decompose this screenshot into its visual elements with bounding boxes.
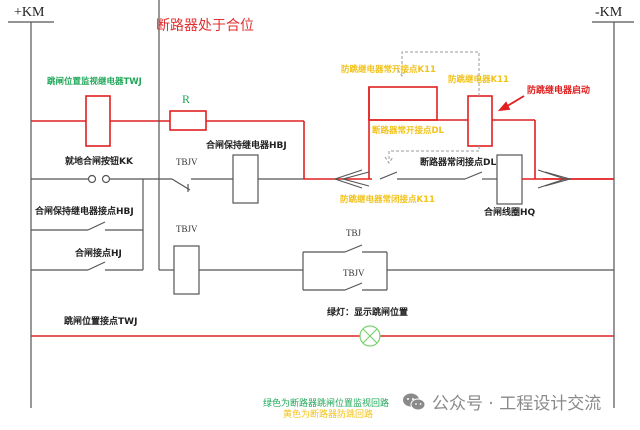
- watermark-text: 公众号 · 工程设计交流: [432, 394, 602, 414]
- tbjv-coil-label: TBJV: [176, 224, 198, 234]
- hbj-relay-label: 合闸保持继电器HBJ: [206, 141, 287, 151]
- tbjv-contact-label: TBJV: [343, 268, 365, 278]
- local-close-button-label: 就地合闸按钮KK: [65, 157, 133, 167]
- hbj-relay-coil: [232, 154, 259, 204]
- left-double-arrow: [333, 169, 370, 189]
- k11-no-contact-box: [368, 86, 438, 121]
- k11-no-contact-label: 防跳继电器常开接点K11: [341, 65, 436, 75]
- right-double-arrow: [537, 169, 573, 189]
- k11-relay-coil: [467, 95, 493, 147]
- resistor-r: [169, 110, 207, 131]
- green-lamp-circuit: [31, 325, 614, 347]
- legend-yellow: 黄色为断路器防跳回路: [283, 410, 374, 420]
- positive-bus-label: +KM: [14, 5, 45, 20]
- hbj-contact-label: 合闸保持继电器接点HBJ: [35, 207, 134, 217]
- tbjv-circuit: [158, 0, 614, 295]
- local-close-button-kk: [87, 174, 97, 184]
- tbjv-top-label: TBJV: [176, 157, 198, 167]
- closing-circuit: [31, 154, 614, 271]
- k11-relay-label: 防跳继电器K11: [448, 75, 509, 85]
- negative-bus: [592, 21, 634, 408]
- dl-nc-contact: [464, 171, 483, 180]
- dl-nc-contact-label: 断路器常闭接点DL: [420, 158, 497, 168]
- twj-contact-label: 跳闸位置接点TWJ: [64, 317, 138, 327]
- hq-coil-label: 合闸线圈HQ: [484, 208, 536, 218]
- hbj-no-contact: [87, 221, 106, 231]
- hj-no-contact: [87, 261, 106, 271]
- negative-bus-label: -KM: [595, 5, 623, 20]
- hq-closing-coil: [496, 154, 523, 205]
- wechat-icon: [403, 393, 426, 410]
- green-lamp-icon: [359, 325, 381, 347]
- k11-start-label: 防跳继电器启动: [527, 86, 591, 96]
- twj-relay-coil: [85, 95, 111, 147]
- legend-green: 绿色为断路器跳闸位置监视回路: [263, 399, 390, 409]
- k11-nc-contact: [379, 171, 398, 180]
- k11-start-arrow: [497, 95, 525, 112]
- tbj-contact-label: TBJ: [346, 228, 362, 238]
- tbj-no-contact: [344, 244, 363, 253]
- diagram-title: 断路器处于合位: [156, 19, 254, 34]
- anti-jump-circuit: [304, 86, 614, 180]
- tbjv-no-contact: [344, 282, 363, 291]
- dashed-link-k11: [384, 51, 480, 164]
- tbjv-coil: [173, 245, 200, 295]
- tbjv-nc-contact: [171, 178, 191, 191]
- twj-relay-label: 跳闸位置监视继电器TWJ: [47, 77, 142, 87]
- positive-bus: [8, 21, 54, 408]
- twj-monitor-circuit: [31, 95, 305, 179]
- resistor-label: R: [182, 92, 191, 106]
- k11-nc-contact-label: 防跳继电器常闭接点K11: [340, 195, 435, 205]
- green-lamp-label: 绿灯：显示跳闸位置: [327, 308, 409, 318]
- hj-contact-label: 合闸接点HJ: [75, 249, 122, 259]
- watermark: 公众号 · 工程设计交流: [402, 389, 601, 414]
- dl-no-contact-label: 断路器常开接点DL: [372, 126, 444, 136]
